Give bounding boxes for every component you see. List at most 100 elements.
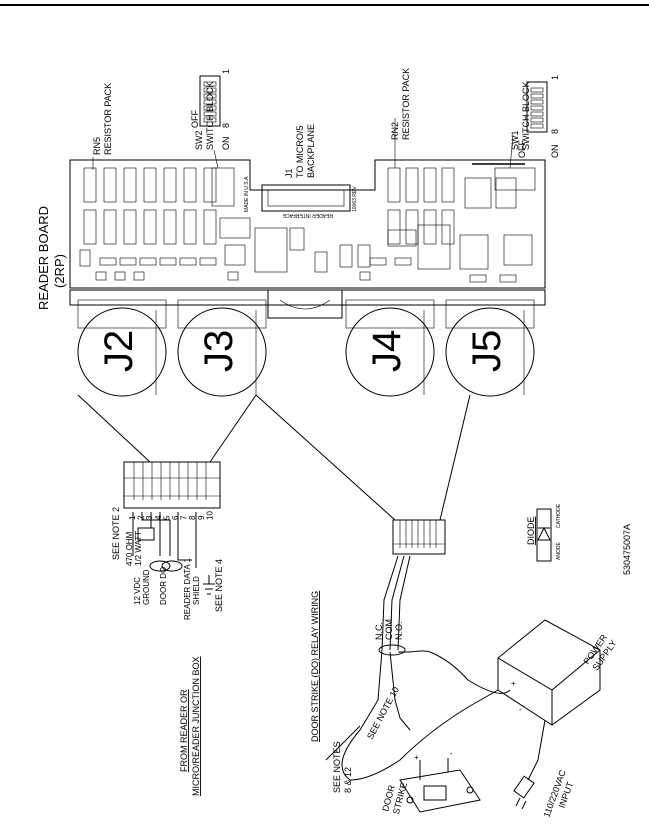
board-lower-tab — [267, 290, 343, 319]
reader-pin-4: 4 — [154, 515, 163, 520]
board-outline — [69, 159, 546, 289]
relay-wiring-title: DOOR STRIKE (DO) RELAY WIRING — [310, 591, 320, 742]
figure-id: 530475007A — [622, 524, 632, 575]
power-supply: POWER SUPPLY + - — [497, 619, 619, 726]
sw2-on-board — [211, 167, 235, 207]
svg-text:1: 1 — [550, 75, 560, 80]
board-title-text: READER BOARD — [36, 206, 51, 310]
reader-data-label: READER DATA 1 — [183, 558, 192, 620]
svg-text:-: - — [519, 705, 522, 714]
sw1-callout: SW1 SWITCH BLOCK — [510, 81, 531, 150]
board-subtitle-text: (2RP) — [52, 254, 67, 288]
connector-j3: J3 — [177, 299, 267, 397]
connector-j5: J5 — [445, 299, 535, 397]
svg-text:SEE NOTE 2: SEE NOTE 2 — [111, 507, 121, 560]
reader-pin-2: 2 — [137, 515, 146, 520]
relay-wires — [341, 555, 511, 781]
board-lower-curve — [279, 299, 331, 310]
j5-label: J5 — [465, 330, 509, 372]
reader-pin-3: 3 — [145, 515, 154, 520]
svg-text:8 & 12: 8 & 12 — [343, 767, 353, 793]
svg-text:8: 8 — [550, 129, 560, 134]
j3-label: J3 — [197, 330, 241, 372]
relay-terminal-block — [392, 519, 446, 555]
small-parts — [79, 249, 517, 283]
vdc-label: 12 VDC — [133, 577, 142, 605]
rev-label: 10063 REV — [352, 186, 358, 212]
reader-wiring-title: FROM READER OR MICRO/READER JUNCTION BOX — [179, 656, 201, 796]
svg-text:+: + — [511, 679, 516, 688]
callouts: RN5 RESISTOR PACK SW2 SWITCH BLOCK ON 8 — [92, 68, 560, 178]
svg-text:N.O.: N.O. — [394, 621, 404, 640]
svg-text:TO MICRO/5: TO MICRO/5 — [295, 126, 305, 178]
shield-label: SHIELD — [192, 576, 201, 605]
svg-text:ON: ON — [221, 137, 231, 151]
svg-text:MICRO/READER JUNCTION BOX: MICRO/READER JUNCTION BOX — [191, 656, 201, 796]
svg-text:BACKPLANE: BACKPLANE — [306, 124, 316, 178]
svg-text:OFF: OFF — [190, 110, 200, 128]
connector-j4: J4 — [345, 299, 435, 397]
j1-connector-inner — [267, 189, 345, 207]
svg-text:1: 1 — [221, 69, 231, 74]
board-title: READER BOARD (2RP) — [36, 206, 67, 310]
svg-text:N.C.: N.C. — [374, 622, 384, 640]
svg-text:SW2: SW2 — [194, 130, 204, 150]
svg-text:SEE NOTE 4: SEE NOTE 4 — [214, 559, 224, 612]
svg-text:GROUND: GROUND — [142, 569, 151, 605]
svg-text:-: - — [450, 749, 453, 758]
svg-text:8: 8 — [221, 123, 231, 128]
chip-grid — [83, 167, 533, 273]
j4-label: J4 — [365, 330, 409, 372]
j2-label: J2 — [97, 330, 141, 372]
no-label: N.O. — [394, 621, 404, 640]
svg-text:470 OHM: 470 OHM — [125, 531, 134, 566]
svg-text:530475007A: 530475007A — [622, 524, 632, 575]
board-interface-label: READER INTERFACE — [282, 212, 333, 218]
svg-text:RESISTOR PACK: RESISTOR PACK — [103, 83, 113, 155]
ac-input: 110/220VAC INPUT — [513, 719, 575, 819]
sw2-detached — [199, 75, 221, 127]
see-notes-8-12: SEE NOTES 8 & 12 — [332, 741, 353, 793]
reader-pin-10: 10 — [205, 511, 214, 520]
svg-text:SHIELD: SHIELD — [192, 576, 201, 605]
svg-text:ANODE: ANODE — [556, 542, 562, 560]
com-label: COM. — [384, 617, 394, 641]
see-note-4: SEE NOTE 4 — [214, 559, 224, 612]
svg-text:+: + — [414, 753, 419, 762]
svg-text:RESISTOR PACK: RESISTOR PACK — [401, 68, 411, 140]
reader-pin-8: 8 — [188, 515, 197, 520]
rn5-callout: RN5 RESISTOR PACK — [92, 83, 113, 155]
svg-text:DIODE: DIODE — [526, 516, 536, 545]
reader-terminal-block — [123, 461, 221, 509]
reader-board: READER INTERFACE MADE IN U.S.A. 10063 RE… — [69, 159, 546, 319]
made-in-label: MADE IN U.S.A. — [244, 175, 250, 212]
nc-label: N.C. — [374, 622, 384, 640]
j1-connector — [261, 184, 351, 212]
svg-text:READER DATA 1: READER DATA 1 — [183, 558, 192, 620]
j1-callout: J1 TO MICRO/5 BACKPLANE — [284, 124, 316, 178]
svg-text:J1: J1 — [284, 168, 294, 178]
rn2-callout: RN2 RESISTOR PACK — [390, 68, 411, 140]
svg-text:OFF: OFF — [517, 140, 527, 158]
top-rule — [0, 4, 649, 6]
connector-j2: J2 — [77, 299, 167, 397]
resistor-470 — [137, 527, 155, 541]
svg-text:SW1: SW1 — [510, 130, 520, 150]
svg-text:CATHODE: CATHODE — [556, 503, 562, 528]
cable-bundle — [149, 560, 171, 572]
terminal-strip — [69, 289, 546, 306]
leader-lines — [77, 394, 471, 521]
sw1-detached — [526, 81, 548, 133]
resistor-label: 470 OHM — [125, 531, 134, 566]
sw1-on-board — [494, 167, 536, 191]
door-do-label: DOOR DO — [159, 567, 168, 605]
see-note-2: SEE NOTE 2 — [111, 507, 121, 560]
door-strike: + - DOOR STRIKE — [380, 749, 481, 815]
svg-text:FROM READER OR: FROM READER OR — [179, 689, 189, 772]
svg-text:COM.: COM. — [384, 617, 394, 641]
svg-text:SWITCH BLOCK: SWITCH BLOCK — [521, 81, 531, 150]
svg-text:DOOR STRIKE (DO) RELAY WIRING: DOOR STRIKE (DO) RELAY WIRING — [310, 591, 320, 742]
